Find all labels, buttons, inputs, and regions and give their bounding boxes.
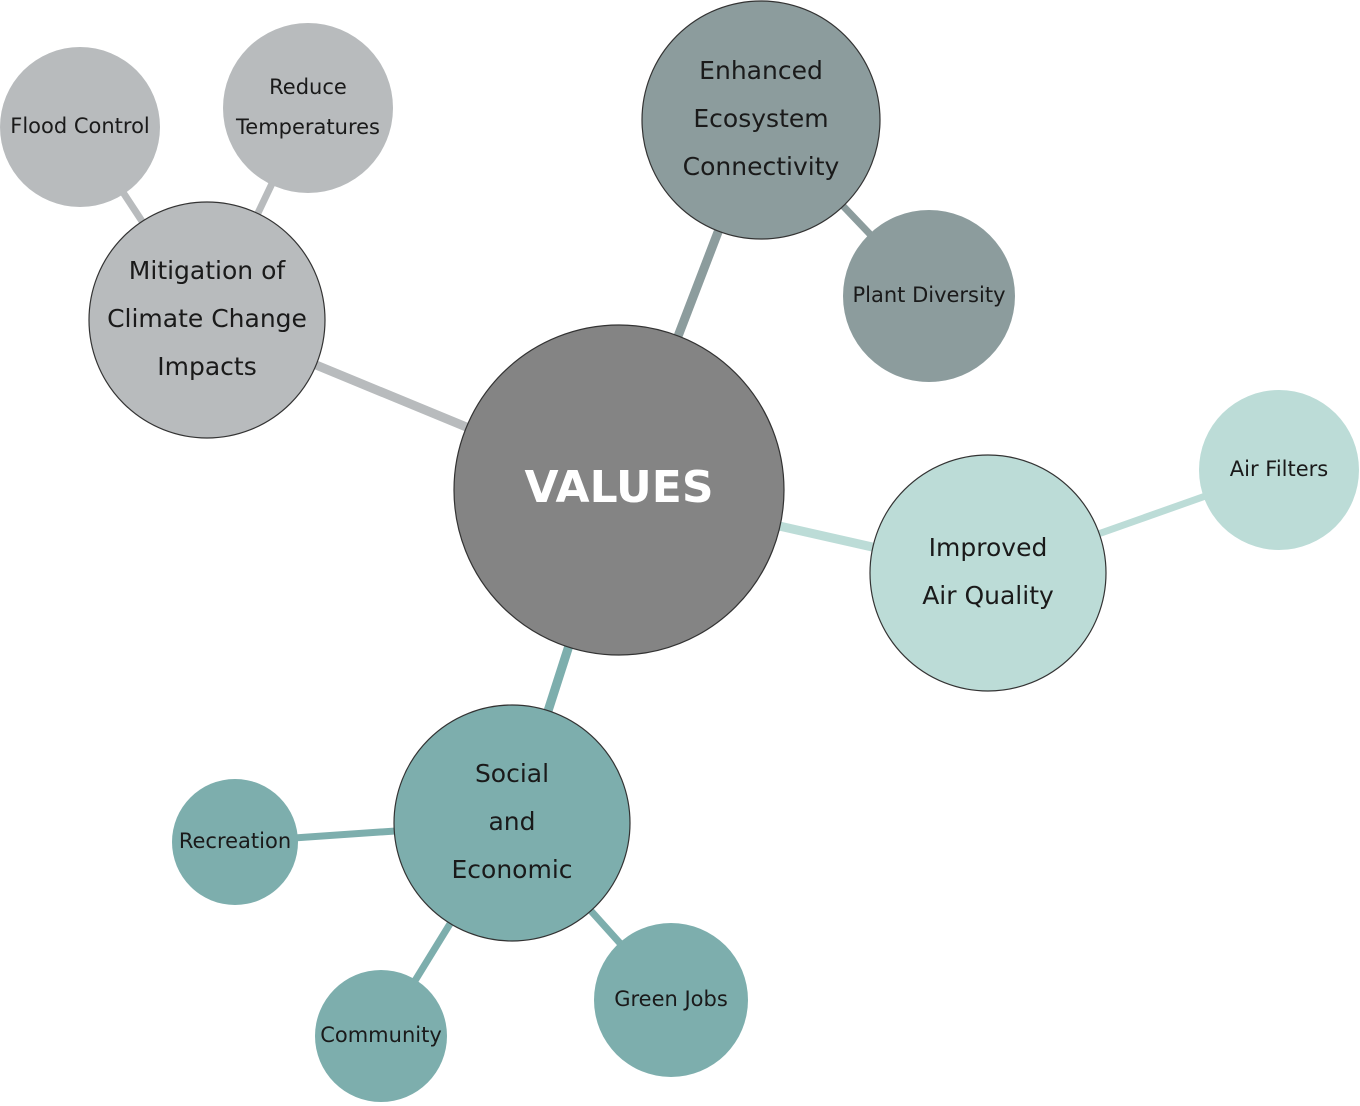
root-node-values: VALUES — [453, 324, 785, 656]
leaf-node-jobs-label: Green Jobs — [614, 987, 728, 1011]
leaf-node-jobs: Green Jobs — [594, 923, 748, 1077]
category-node-climate-label: Mitigation of — [129, 256, 287, 285]
category-node-ecosystem-circle — [641, 0, 881, 240]
leaf-node-jobs-circle — [594, 923, 748, 1077]
leaf-node-recreation: Recreation — [172, 779, 298, 905]
category-node-climate-circle — [88, 201, 326, 439]
category-node-climate-label: Climate Change — [107, 304, 307, 333]
root-node-values-label: VALUES — [524, 462, 713, 513]
leaf-node-filters-circle — [1199, 390, 1359, 550]
category-node-social-circle — [393, 704, 631, 942]
leaf-node-recreation-circle — [172, 779, 298, 905]
category-node-social-label: Economic — [451, 855, 572, 884]
leaf-node-flood-circle — [0, 47, 160, 207]
leaf-node-filters-label: Air Filters — [1230, 457, 1328, 481]
category-node-air-label: Air Quality — [922, 581, 1054, 610]
leaf-node-community-circle — [315, 970, 447, 1102]
category-node-air-label: Improved — [929, 533, 1048, 562]
leaf-node-plants-label: Plant Diversity — [852, 283, 1005, 307]
category-node-social-label: and — [488, 807, 535, 836]
leaf-node-temps-circle — [223, 23, 393, 193]
leaf-node-filters: Air Filters — [1199, 390, 1359, 550]
leaf-node-flood: Flood Control — [0, 47, 160, 207]
category-node-climate-label: Impacts — [157, 352, 257, 381]
leaf-node-temps-label: Temperatures — [235, 115, 380, 139]
leaf-node-flood-label: Flood Control — [10, 114, 150, 138]
leaf-node-recreation-label: Recreation — [179, 829, 291, 853]
category-node-ecosystem-label: Connectivity — [683, 152, 840, 181]
leaf-node-plants-circle — [843, 210, 1015, 382]
leaf-node-temps-label: Reduce — [269, 75, 347, 99]
root-node-values-circle — [453, 324, 785, 656]
leaf-node-community-label: Community — [320, 1023, 442, 1047]
category-node-ecosystem-label: Enhanced — [699, 56, 823, 85]
category-node-air-circle — [869, 454, 1107, 692]
category-node-ecosystem-label: Ecosystem — [693, 104, 828, 133]
category-node-social-label: Social — [475, 759, 549, 788]
leaf-node-plants: Plant Diversity — [843, 210, 1015, 382]
leaf-node-community: Community — [315, 970, 447, 1102]
